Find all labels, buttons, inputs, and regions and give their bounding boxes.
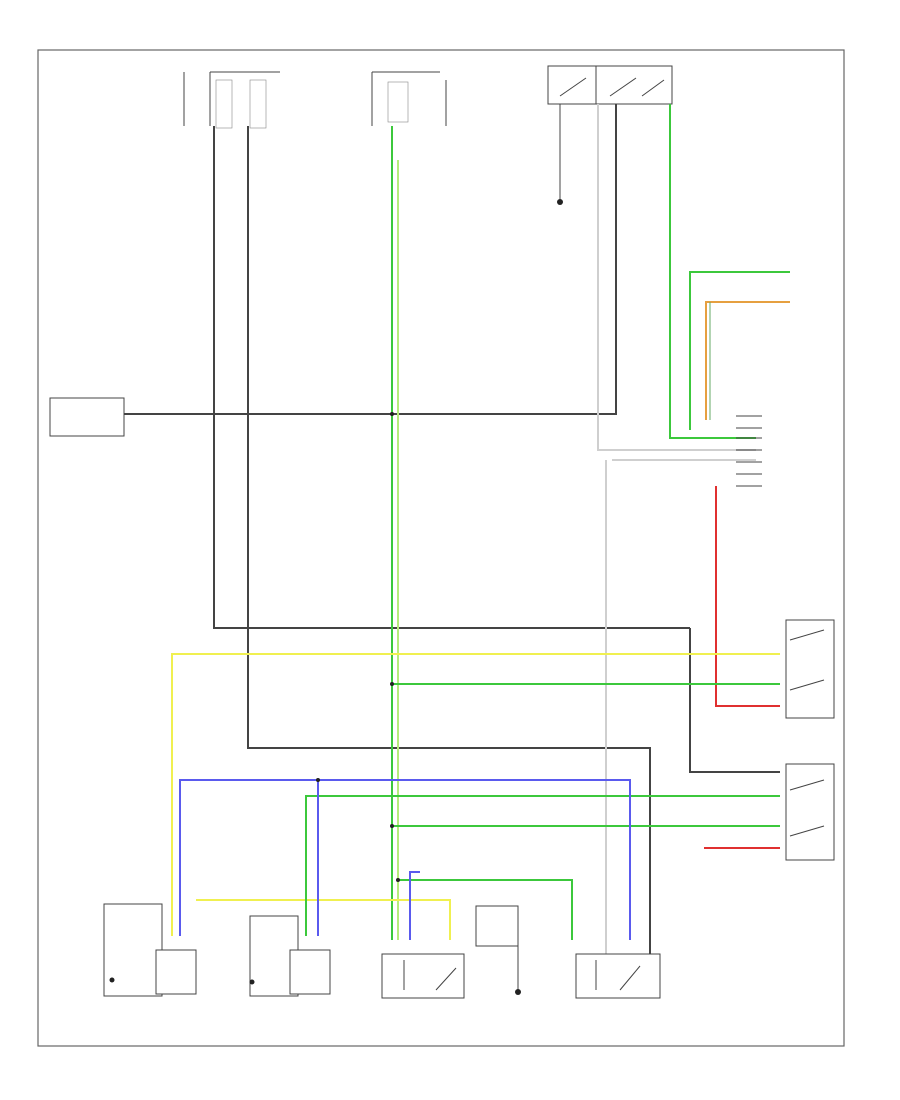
wire-red-1: [715, 486, 780, 707]
switch-lower-right: [785, 763, 835, 861]
sensor-bottom-2: [249, 915, 331, 997]
diagram-border: [37, 49, 845, 1047]
sensor-bottom-1: [103, 903, 197, 997]
wire-orange: [705, 301, 790, 420]
fuse-block-center: [371, 71, 447, 126]
wire-black-loop-2: [247, 126, 651, 960]
splice-points: [316, 412, 400, 882]
wire-blue-3: [409, 871, 420, 940]
relay-bottom-center: [381, 953, 465, 999]
relay-bottom-right: [575, 953, 661, 999]
wire-blue: [179, 779, 631, 940]
wire-green-top-right: [689, 271, 790, 430]
wire-green-right-vert: [669, 104, 756, 439]
fuse-block-left: [183, 71, 280, 129]
relay-top-right: [547, 65, 673, 105]
wire-black-loop-1: [213, 126, 690, 629]
wire-yellow: [171, 653, 780, 936]
wire-yellow-2: [196, 899, 451, 940]
ground-bottom-center: [475, 905, 521, 995]
wire-green-lower: [305, 795, 780, 936]
wire-green-lower-2: [398, 879, 573, 940]
ground-symbol-top: [557, 104, 563, 205]
control-module-left: [49, 397, 125, 437]
switch-upper-right: [785, 619, 835, 719]
wire-black-right: [689, 628, 780, 773]
connector-stubs-right: [736, 415, 762, 487]
wire-black-module: [124, 104, 617, 415]
wire-grey-1: [597, 104, 756, 451]
